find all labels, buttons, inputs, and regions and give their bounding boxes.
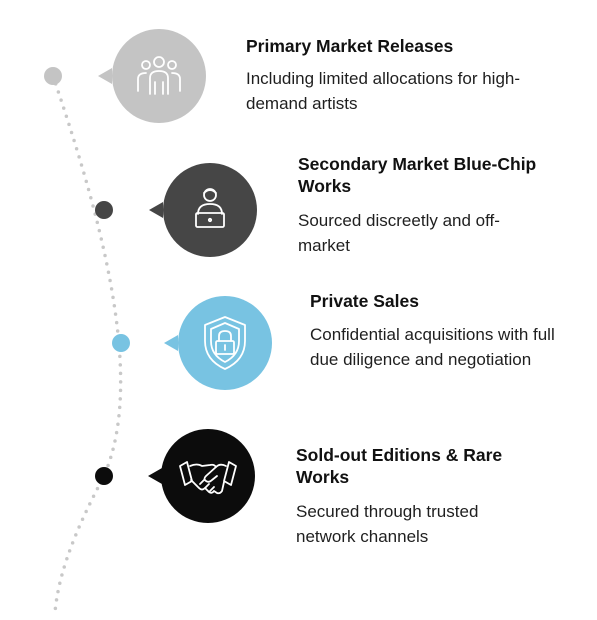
timeline-dotted-path: [51, 74, 123, 614]
shield-lock-icon: [204, 316, 246, 370]
icon-bubble-4: [148, 429, 255, 523]
item-title-4: Sold-out Editions & Rare Works: [296, 445, 503, 487]
item-title-1: Primary Market Releases: [246, 36, 454, 56]
item-description-2: Sourced discreetly and off-market: [298, 211, 500, 255]
icon-bubble-3: [164, 296, 272, 390]
timeline-marker-2: [95, 201, 113, 219]
timeline-marker-1: [44, 67, 62, 85]
timeline-marker-4: [95, 467, 113, 485]
item-description-1: Including limited allocations for high-d…: [246, 69, 521, 113]
icon-bubble-1: [98, 29, 206, 123]
item-description-3: Confidential acquisitions with full due …: [310, 325, 555, 369]
icon-bubble-2: [149, 163, 257, 257]
person-laptop-icon: [195, 188, 225, 228]
handshake-icon: [179, 461, 237, 495]
item-title-3: Private Sales: [310, 291, 419, 311]
item-description-4: Secured through trusted network channels: [296, 502, 479, 546]
people-group-icon: [137, 56, 181, 95]
item-title-2: Secondary Market Blue-Chip Works: [298, 154, 537, 196]
timeline-marker-3: [112, 334, 130, 352]
